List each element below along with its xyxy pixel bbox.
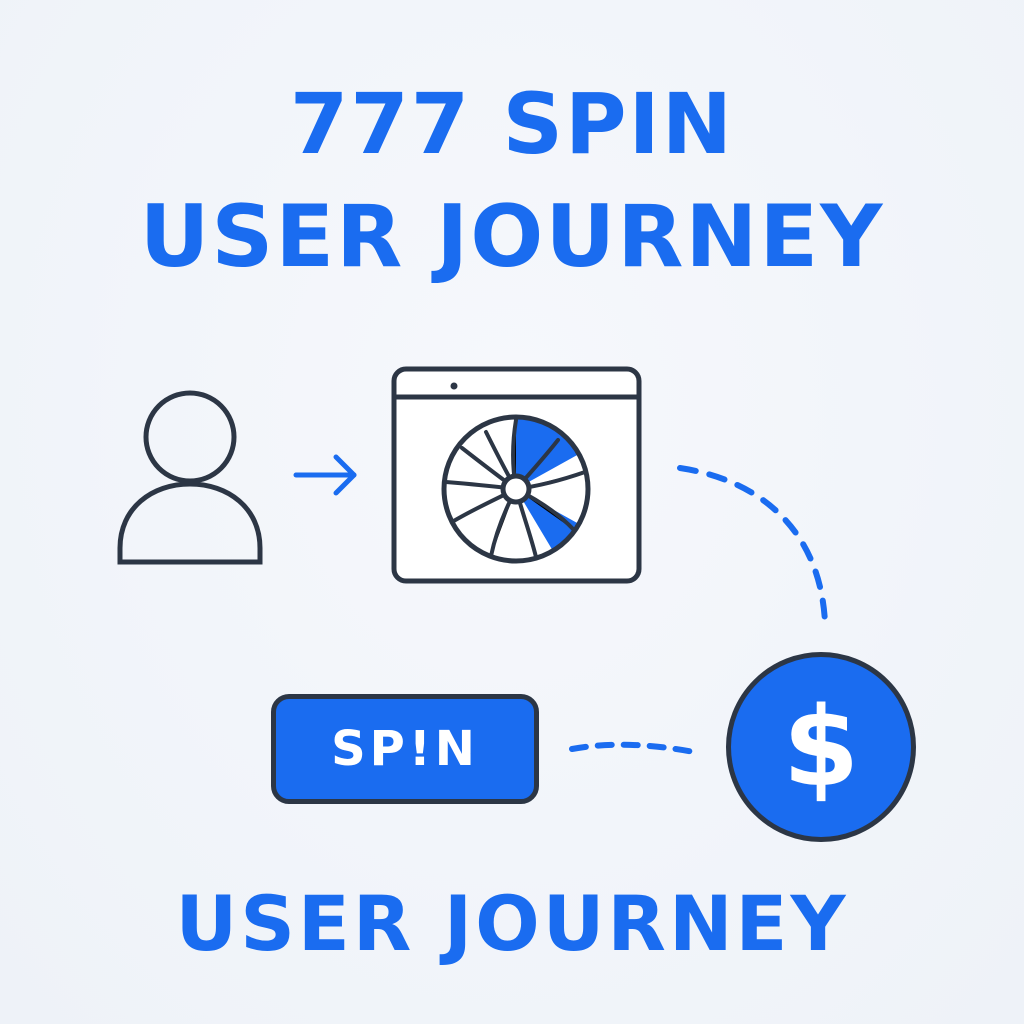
coin-symbol: $ [782, 683, 860, 811]
browser-window-icon [391, 366, 642, 584]
spin-wheel-icon [441, 414, 591, 564]
arrow-right-icon [293, 454, 357, 496]
connector-button-to-coin [569, 741, 697, 755]
title-line-2: USER JOURNEY [139, 187, 885, 287]
user-body-shape [117, 481, 263, 565]
wheel-segment-highlight-2 [516, 489, 579, 551]
browser-dot [450, 382, 458, 390]
dollar-coin-icon: $ [726, 652, 916, 842]
title-line-1: 777 SPIN [289, 75, 735, 173]
wheel-hub [500, 473, 532, 505]
footer-title: USER JOURNEY [175, 879, 849, 968]
wheel-rim [441, 414, 591, 564]
user-head-shape [143, 390, 237, 484]
connector-browser-to-coin [677, 465, 828, 625]
spin-button[interactable]: SP!N [271, 694, 539, 804]
user-icon [117, 390, 263, 565]
